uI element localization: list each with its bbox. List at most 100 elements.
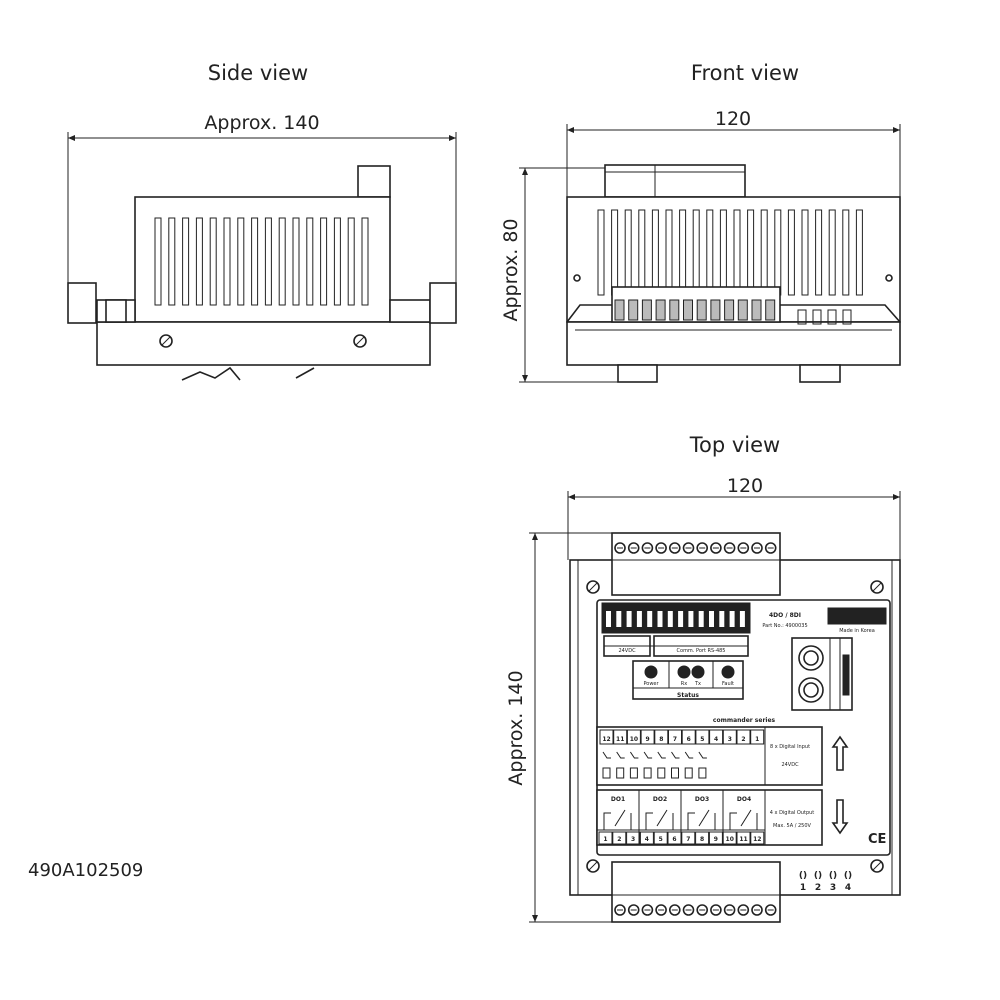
- output-label: DO4: [737, 796, 751, 803]
- vent-slot: [597, 209, 605, 296]
- input-terminal-number: 3: [728, 736, 732, 743]
- input-terminal-number: 12: [602, 736, 610, 743]
- output-terminal-number: 7: [686, 836, 690, 843]
- output-terminal-number: 12: [753, 836, 761, 843]
- rotary-switch[interactable]: [798, 645, 824, 671]
- terminal-screw: [723, 904, 736, 916]
- vent-slot: [264, 217, 272, 306]
- top-view-width-label: 120: [727, 475, 763, 497]
- input-symbol: [684, 751, 694, 759]
- input-contact: [616, 767, 625, 779]
- terminal-screw: [751, 542, 763, 554]
- output-terminal-number: 5: [659, 836, 663, 843]
- input-contact: [657, 767, 666, 779]
- rx-led: [677, 665, 691, 679]
- part-number: Part No.: 4900035: [762, 623, 807, 629]
- terminal-screw: [641, 904, 654, 916]
- corner-screws: [586, 580, 884, 873]
- terminal: [641, 299, 652, 321]
- terminal-screw: [764, 904, 777, 916]
- relay-contact-icon: [729, 809, 758, 830]
- terminal: [751, 299, 762, 321]
- terminal: [655, 299, 666, 321]
- input-terminal-number: 10: [630, 736, 638, 743]
- output-terminal-number: 9: [714, 836, 718, 843]
- terminal-screw: [696, 542, 709, 554]
- terminal-screw: [655, 904, 667, 916]
- connector-pin: [647, 611, 653, 627]
- model-label: 4DO / 8DI: [769, 612, 801, 619]
- address-bracket: (): [844, 871, 852, 881]
- clip-right: [389, 299, 431, 323]
- series-label: commander series: [713, 717, 776, 724]
- ce-mark: CE: [868, 832, 886, 847]
- address-bracket: (): [814, 871, 822, 881]
- output-label: DO2: [653, 796, 667, 803]
- input-contact: [698, 767, 707, 779]
- input-terminal-number: 2: [741, 736, 745, 743]
- screw-icon: [870, 580, 884, 594]
- input-terminal-box: [736, 729, 751, 745]
- output-label: DO1: [611, 796, 625, 803]
- led-label-rx: Rx: [681, 681, 687, 687]
- output-terminal-number: 10: [726, 836, 734, 843]
- base: [96, 321, 431, 366]
- clip-right-outer: [429, 282, 457, 324]
- input-terminal-box: [640, 729, 655, 745]
- vent-slot: [801, 209, 809, 296]
- dip-slots: [797, 309, 852, 325]
- terminal-screws: [614, 542, 777, 554]
- front-view-height-label: Approx. 80: [500, 218, 522, 321]
- terminal-screw: [682, 542, 695, 554]
- output-terminal-number: 8: [700, 836, 704, 843]
- vent-slot: [842, 209, 850, 296]
- din-release-tab: [357, 165, 391, 198]
- input-symbol: [698, 751, 707, 759]
- output-terminal-box: [626, 831, 641, 845]
- output-terminal-number: 2: [617, 836, 621, 843]
- vent-slot: [828, 209, 836, 296]
- input-terminal-box: [681, 729, 696, 745]
- input-symbol: [643, 751, 653, 759]
- input-terminal-box: [599, 729, 614, 745]
- connector-pin: [709, 611, 714, 627]
- address-digit: 4: [845, 883, 851, 893]
- terminal-screw: [655, 542, 667, 554]
- terminal: [696, 299, 707, 321]
- input-terminal-number: 9: [646, 736, 650, 743]
- connector-pin: [688, 611, 694, 627]
- input-terminal-number: 7: [673, 736, 677, 743]
- panel-connector: [601, 602, 751, 634]
- output-terminal-box: [667, 831, 682, 845]
- status-label: Status: [677, 692, 699, 699]
- vent-slot: [333, 217, 341, 306]
- mounting-hole: [885, 274, 893, 282]
- address-label-strip: [842, 654, 850, 696]
- power-terminal-label: 24VDC: [618, 648, 636, 654]
- terminal-screw: [614, 904, 626, 916]
- made-in-label: Made in Korea: [839, 628, 875, 634]
- vent-slot: [278, 217, 286, 306]
- top-view-height-label: Approx. 140: [505, 670, 527, 785]
- foot: [617, 364, 658, 383]
- input-contact: [643, 767, 652, 779]
- address-bracket: (): [829, 871, 837, 881]
- digital-output-desc: 4 x Digital Output: [770, 810, 815, 816]
- terminal: [737, 299, 748, 321]
- vent-slot: [209, 217, 217, 306]
- output-terminal-box: [750, 831, 765, 845]
- screw-icon: [870, 859, 884, 873]
- foot: [799, 364, 841, 383]
- vent-slot: [292, 217, 300, 306]
- rotary-switch[interactable]: [798, 677, 824, 703]
- front-view-title: Front view: [691, 61, 799, 85]
- comm-port-label: Comm. Port RS-485: [677, 648, 726, 654]
- vent-slot: [815, 209, 823, 296]
- front-view: Front view 120 Approx. 80: [500, 61, 901, 383]
- connector-pin: [636, 611, 642, 627]
- vent-slot: [320, 217, 328, 306]
- vent-slot: [347, 217, 355, 306]
- input-symbol: [616, 751, 625, 759]
- fault-led: [721, 665, 735, 679]
- input-contact: [602, 767, 611, 779]
